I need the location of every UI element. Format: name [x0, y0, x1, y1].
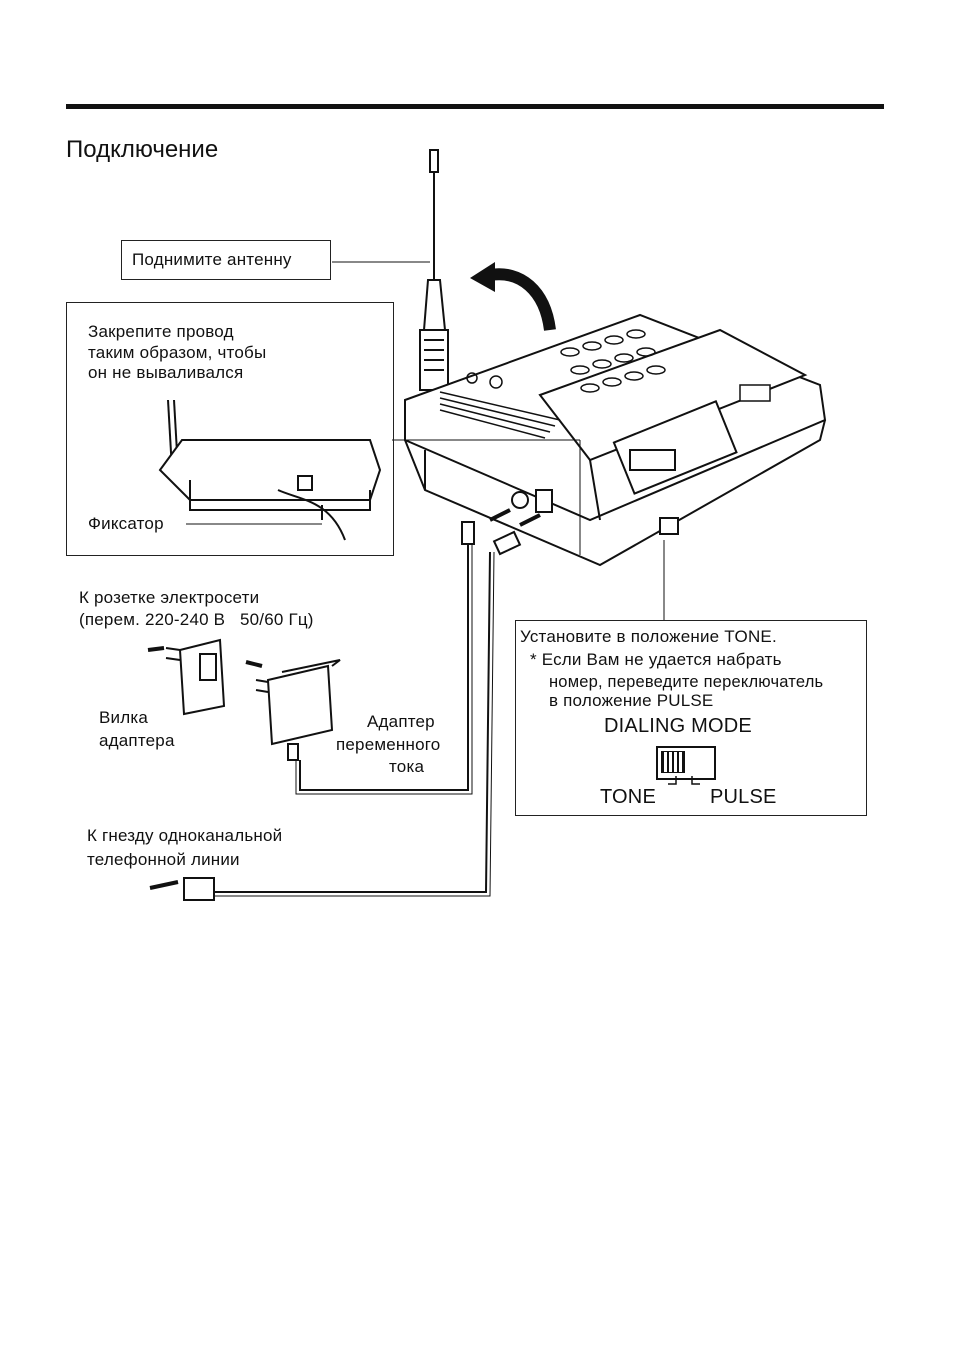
dialing-mode-box	[515, 620, 867, 816]
dialing-instruction-4: в положение PULSE	[549, 691, 714, 710]
dialing-mode-title: DIALING MODE	[604, 715, 752, 737]
plug-label-2: адаптера	[99, 731, 175, 750]
fix-instruction-2: таким образом, чтобы	[88, 343, 267, 362]
fix-instruction-3: он не вываливался	[88, 363, 244, 382]
antenna-icon	[419, 149, 449, 391]
base-unit-icon	[404, 313, 827, 567]
page-title: Подключение	[66, 136, 219, 163]
plug-label-1: Вилка	[99, 708, 149, 727]
fix-instruction-1: Закрепите провод	[88, 322, 234, 341]
jack-label-2: телефонной линии	[87, 850, 240, 869]
antenna-callout: Поднимите антенну	[121, 240, 331, 280]
rotate-arrow-icon	[470, 262, 556, 331]
dial-switch-icon	[656, 746, 716, 780]
dialing-instruction-3: номер, переведите переключатель	[549, 673, 824, 691]
ac-adapter-icon	[245, 659, 341, 761]
adapter-label-2: переменного	[336, 735, 441, 754]
antenna-callout-label: Поднимите антенну	[132, 250, 292, 269]
pulse-label: PULSE	[710, 786, 777, 808]
fixator-inset-icon	[158, 399, 382, 541]
tone-label: TONE	[600, 786, 656, 808]
jack-label-1: К гнезду одноканальной	[87, 826, 283, 845]
outlet-label-2: (перем. 220-240 В 50/60 Гц)	[79, 610, 314, 629]
phone-jack-icon	[149, 877, 215, 901]
adapter-label-1: Адаптер	[367, 712, 435, 731]
dialing-instruction-2: * Если Вам не удается набрать	[530, 650, 782, 669]
fixator-label: Фиксатор	[88, 514, 164, 533]
outlet-label-1: К розетке электросети	[79, 588, 260, 607]
adapter-label-3: тока	[389, 757, 425, 776]
top-rule	[66, 104, 884, 109]
adapter-plug-icon	[147, 638, 226, 716]
dialing-instruction-1: Установите в положение TONE.	[520, 627, 777, 646]
fixator-inset	[66, 302, 394, 556]
